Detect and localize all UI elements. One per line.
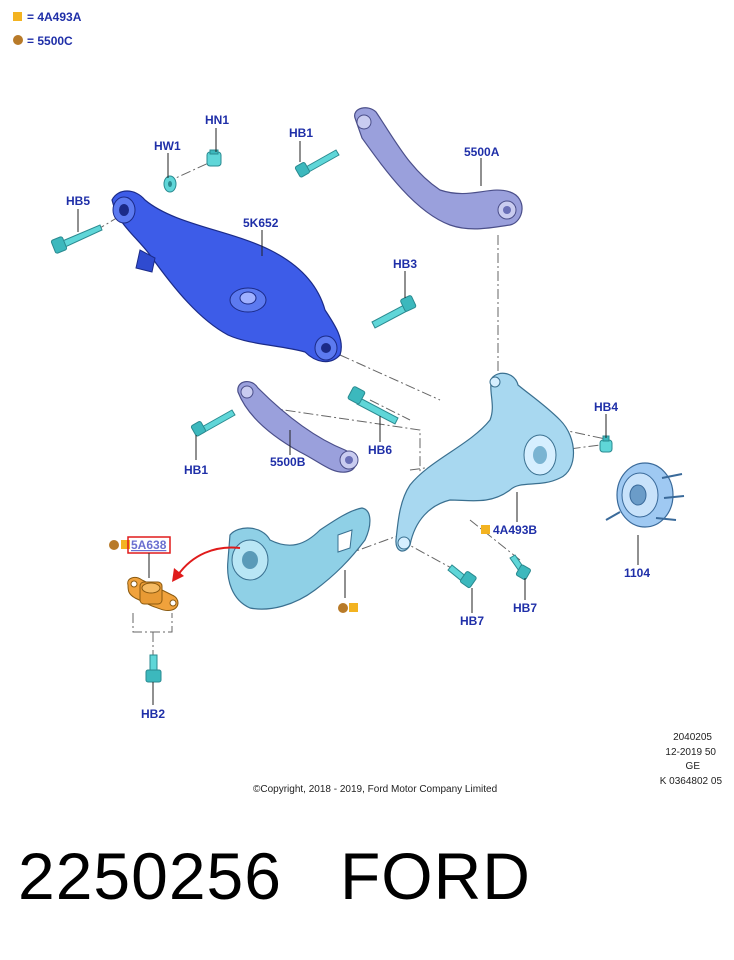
label-1104: 1104 (624, 566, 650, 580)
info-line-2: 12-2019 50 (665, 747, 716, 758)
legend-circle-marker (13, 35, 23, 45)
bolt-hb1-top (294, 149, 340, 178)
marker-bracket-group (338, 603, 358, 613)
leader-lines (77, 128, 639, 705)
part-number-caption: 2250256 FORD (18, 839, 531, 913)
legend-text-5500c: = 5500C (27, 34, 73, 48)
marker-knuckle-square (481, 525, 490, 534)
label-5500b: 5500B (270, 455, 306, 469)
label-4a493b: 4A493B (493, 523, 537, 537)
bolt-hb6 (347, 386, 399, 425)
label-hb7-b: HB7 (513, 601, 537, 615)
label-hb4: HB4 (594, 400, 618, 414)
label-hn1: HN1 (205, 113, 229, 127)
bolt-hb2 (145, 654, 162, 683)
upper-link-5500a (354, 107, 523, 230)
copyright-text: ©Copyright, 2018 - 2019, Ford Motor Comp… (253, 784, 497, 795)
arrow-head (172, 568, 184, 582)
label-5500a: 5500A (464, 145, 500, 159)
label-hb2: HB2 (141, 707, 165, 721)
link-5500b (237, 381, 359, 473)
marker-bushing-group (109, 540, 130, 550)
label-hb1-mid: HB1 (184, 463, 208, 477)
drawing-info-block: 2040205 12-2019 50 GE K 0364802 05 (660, 732, 723, 787)
arrow-bushing-indicator (177, 546, 241, 576)
exploded-suspension-diagram: = 4A493A = 5500C (13, 10, 723, 795)
legend-square-marker (13, 12, 22, 21)
info-line-1: 2040205 (673, 732, 712, 743)
bolt-hb3 (371, 295, 417, 329)
bolt-hb7-a (447, 564, 477, 589)
bushing-5a638 (127, 577, 179, 611)
knuckle-4a493b (395, 372, 574, 552)
trailing-arm-bracket (227, 507, 371, 610)
info-line-3: GE (686, 761, 701, 772)
label-hb3: HB3 (393, 257, 417, 271)
label-5a638: 5A638 (131, 538, 167, 552)
label-hb5: HB5 (66, 194, 90, 208)
legend-text-4a493a: = 4A493A (27, 10, 82, 24)
info-line-4: K 0364802 05 (660, 776, 723, 787)
bolt-hn1 (206, 149, 222, 167)
label-5k652: 5K652 (243, 216, 279, 230)
label-hb1-top: HB1 (289, 126, 313, 140)
bolt-hb7-b (509, 554, 531, 580)
part-labels: HN1 HW1 HB5 HB1 5500A 5K652 HB3 HB1 5500… (66, 113, 650, 721)
legend: = 4A493A = 5500C (13, 10, 82, 48)
bolt-hb1-mid (190, 409, 236, 437)
bolt-hb4 (599, 435, 613, 453)
label-hb6: HB6 (368, 443, 392, 457)
lower-control-arm-5k652 (111, 190, 342, 363)
bolt-hb5 (50, 224, 103, 254)
washer-hw1 (163, 175, 177, 193)
hub-assembly-1104 (605, 462, 685, 528)
label-hw1: HW1 (154, 139, 181, 153)
label-hb7-a: HB7 (460, 614, 484, 628)
